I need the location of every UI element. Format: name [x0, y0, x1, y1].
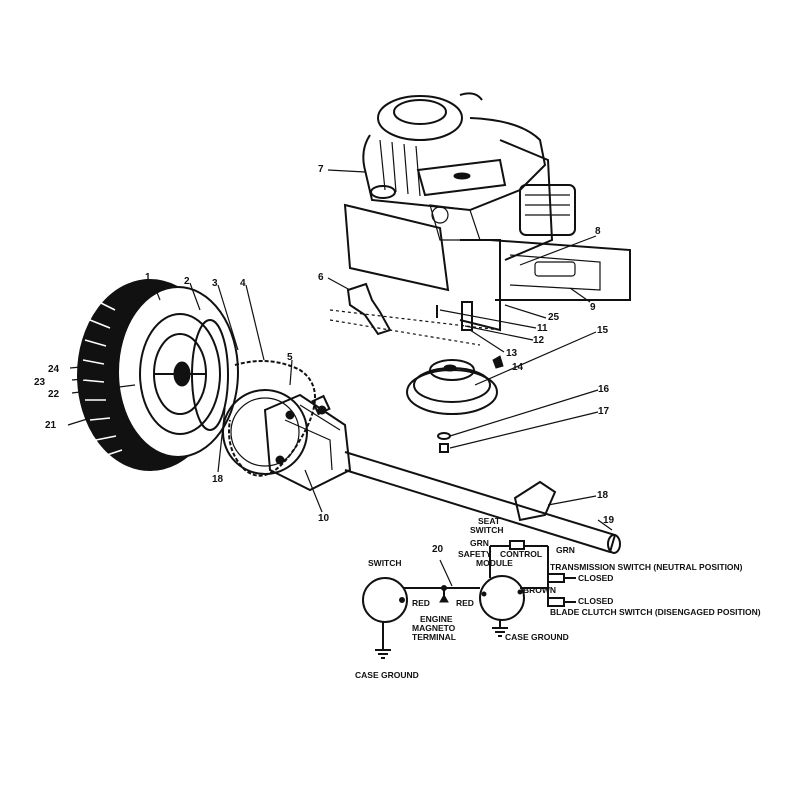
- bolt-part: [439, 443, 449, 453]
- part-label-14: 14: [512, 362, 524, 373]
- washer-part: [437, 432, 451, 440]
- ground-symbol-left: [375, 649, 391, 659]
- part-label-9: 9: [590, 302, 596, 313]
- part-label-24: 24: [48, 364, 60, 375]
- part-label-8: 8: [595, 226, 601, 237]
- part-label-18-left: 18: [212, 474, 224, 485]
- brown-label: BROWN: [523, 585, 556, 595]
- part-label-16: 16: [598, 384, 610, 395]
- blade-clutch-switch-label: BLADE CLUTCH SWITCH (DISENGAGED POSITION…: [550, 607, 761, 617]
- stud-part: [461, 301, 473, 331]
- engine-illustration: [329, 92, 631, 346]
- control-label: CONTROL: [500, 549, 542, 559]
- part-label-17: 17: [598, 406, 610, 417]
- terminal-label: TERMINAL: [412, 632, 456, 642]
- wheel-illustration: [77, 279, 239, 471]
- part-label-19: 19: [603, 515, 615, 526]
- part-number-labels: 1 2 3 4 5 6 7 8 9 10 11 12 13 14 15 16 1…: [34, 164, 615, 555]
- transmission-switch-symbol: [547, 573, 565, 583]
- part-label-20: 20: [432, 544, 444, 555]
- red-wire-left-label: RED: [412, 598, 430, 608]
- grn-left-label: GRN: [470, 538, 489, 548]
- wiring-schematic: SWITCH CASE GROUND RED RED ENGINE MAGNET…: [355, 516, 761, 680]
- case-ground-right-label: CASE GROUND: [505, 632, 569, 642]
- red-wire-right-label: RED: [456, 598, 474, 608]
- nut-part: [492, 355, 504, 369]
- grn-right-label: GRN: [556, 545, 575, 555]
- ground-symbol-right: [492, 627, 508, 637]
- part-label-15: 15: [597, 325, 609, 336]
- leader-lines: [67, 169, 613, 531]
- switch-label: SWITCH: [368, 558, 402, 568]
- chain-sprocket: [222, 360, 316, 477]
- part-label-6: 6: [318, 272, 324, 283]
- part-label-10: 10: [318, 513, 330, 524]
- seat-switch-label: SWITCH: [470, 525, 504, 535]
- seat-switch-symbol: [509, 540, 525, 550]
- engine-label: ENGINE: [420, 614, 453, 624]
- part-label-5: 5: [287, 352, 293, 363]
- pulley-part: [406, 359, 498, 415]
- transmission-switch-label: TRANSMISSION SWITCH (NEUTRAL POSITION): [550, 562, 743, 572]
- seat-label: SEAT: [478, 516, 501, 526]
- part-label-1: 1: [145, 272, 151, 283]
- part-label-22: 22: [48, 389, 60, 400]
- part-label-4: 4: [240, 278, 246, 289]
- magneto-label: MAGNETO: [412, 623, 456, 633]
- bearing-bracket-part: [513, 480, 557, 522]
- part-label-23: 23: [34, 377, 46, 388]
- transmission-part: [263, 393, 352, 492]
- closed-top-label: CLOSED: [578, 573, 613, 583]
- axle-part: [344, 451, 621, 554]
- part-label-11: 11: [537, 323, 548, 334]
- ignition-switch-symbol: [362, 577, 408, 623]
- part-label-7: 7: [318, 164, 324, 175]
- part-label-12: 12: [533, 335, 545, 346]
- closed-bottom-label: CLOSED: [578, 596, 613, 606]
- part-label-25: 25: [548, 312, 560, 323]
- bracket-part: [346, 282, 392, 336]
- blade-clutch-switch-symbol: [547, 597, 565, 607]
- part-label-2: 2: [184, 276, 190, 287]
- part-label-3: 3: [212, 278, 218, 289]
- module-label: MODULE: [476, 558, 513, 568]
- part-label-18-right: 18: [597, 490, 609, 501]
- case-ground-left-label: CASE GROUND: [355, 670, 419, 680]
- safety-control-module-symbol: [479, 575, 525, 621]
- part-label-13: 13: [506, 348, 518, 359]
- safety-label: SAFETY: [458, 549, 492, 559]
- part-label-21: 21: [45, 420, 57, 431]
